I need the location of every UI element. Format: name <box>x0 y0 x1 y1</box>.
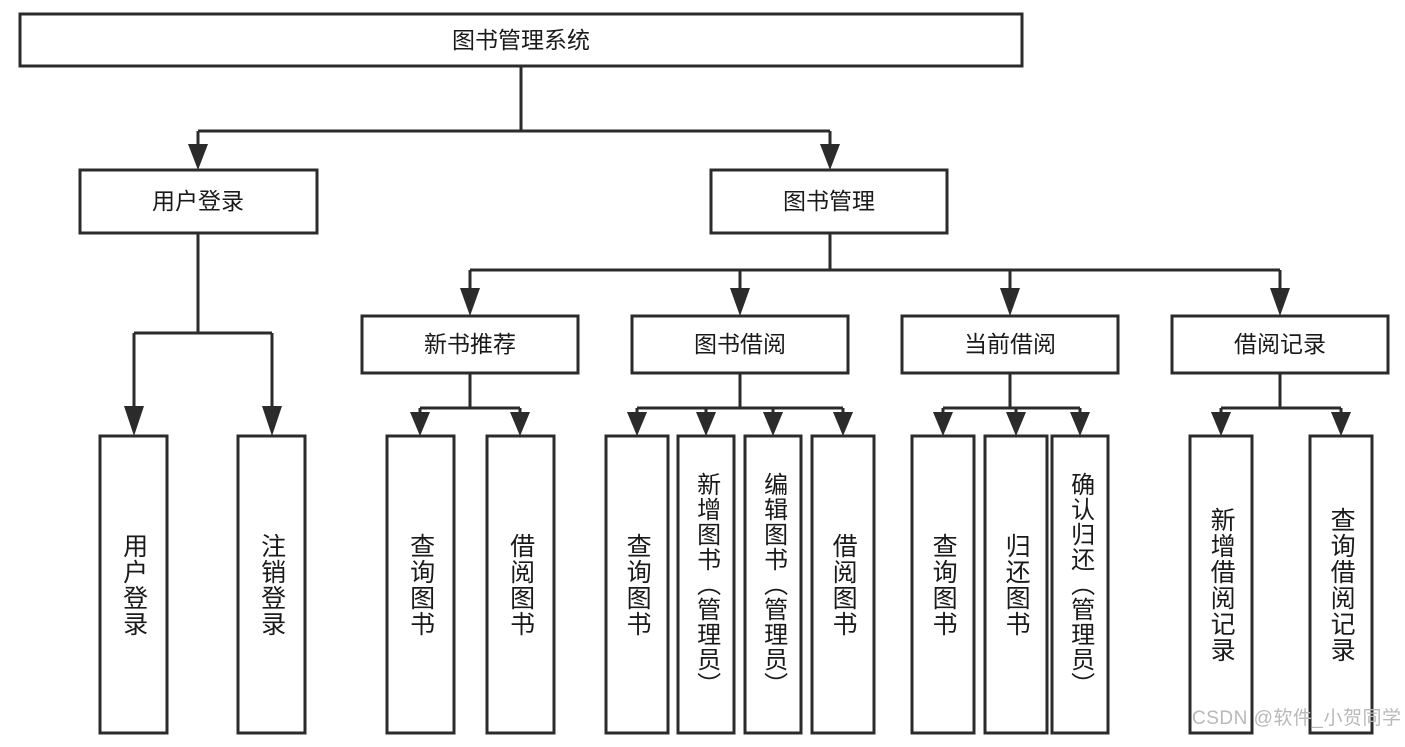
arrow-head-bm-to-new-book-recommend <box>460 288 480 316</box>
node-leaf-borrow-book-1-box[interactable] <box>485 434 556 735</box>
arrow-head-bb-leaf-1 <box>627 412 647 436</box>
connector-group-root <box>188 66 840 170</box>
connector-group-borrow-record <box>1211 373 1351 436</box>
node-leaf-add-book-box[interactable] <box>676 434 736 735</box>
arrow-head-cb-leaf-3 <box>1070 412 1090 436</box>
node-leaf-borrow-book-2-box[interactable] <box>810 434 876 735</box>
node-book-borrow-box[interactable] <box>630 314 850 375</box>
connector-group-current-borrow <box>933 373 1090 436</box>
node-current-borrow-label: 当前借阅 <box>964 331 1056 357</box>
arrow-head-nbr-leaf-1 <box>410 412 430 436</box>
node-user-login-label: 用户登录 <box>152 188 244 214</box>
node-new-book-recommend-box[interactable] <box>360 314 580 375</box>
node-user-login[interactable]: 用户登录 <box>78 168 319 235</box>
arrow-head-cb-leaf-1 <box>933 412 953 436</box>
node-book-management-label: 图书管理 <box>783 188 875 214</box>
node-leaf-return-book-box[interactable] <box>983 434 1049 735</box>
arrow-head-user-login-leaf-2 <box>262 406 282 436</box>
arrow-head-bm-to-current-borrow <box>1000 288 1020 316</box>
node-root-box[interactable] <box>18 12 1024 68</box>
node-current-borrow-box[interactable] <box>900 314 1120 375</box>
node-leaf-add-record-box[interactable] <box>1188 434 1254 735</box>
node-borrow-record-label: 借阅记录 <box>1234 331 1326 357</box>
node-leaf-edit-book-box[interactable] <box>743 434 803 735</box>
connector-group-book-borrow <box>627 373 853 436</box>
node-borrow-record-box[interactable] <box>1170 314 1390 375</box>
node-leaf-query-book-1-box[interactable] <box>385 434 456 735</box>
arrow-head-cb-leaf-2 <box>1006 412 1026 436</box>
connector-group-new-book-recommend <box>410 373 530 436</box>
node-book-management[interactable]: 图书管理 <box>709 168 949 235</box>
arrow-head-nbr-leaf-2 <box>510 412 530 436</box>
node-new-book-recommend[interactable]: 新书推荐 <box>360 314 580 375</box>
arrow-head-br-leaf-2 <box>1331 412 1351 436</box>
arrow-head-bm-to-borrow-record <box>1270 288 1290 316</box>
node-user-login-box[interactable] <box>78 168 319 235</box>
arrow-head-br-leaf-1 <box>1211 412 1231 436</box>
arrow-head-root-to-book-management <box>820 144 840 170</box>
node-book-borrow[interactable]: 图书借阅 <box>630 314 850 375</box>
arrow-head-bm-to-book-borrow <box>730 288 750 316</box>
node-root-label: 图书管理系统 <box>452 27 590 53</box>
arrow-head-user-login-leaf-1 <box>124 406 144 436</box>
node-root[interactable]: 图书管理系统 <box>18 12 1024 68</box>
connector-group-book-management <box>460 233 1290 316</box>
node-leaf-user-login-box[interactable] <box>98 434 169 735</box>
arrow-head-bb-leaf-2 <box>696 412 716 436</box>
node-borrow-record[interactable]: 借阅记录 <box>1170 314 1390 375</box>
arrow-head-bb-leaf-3 <box>763 412 783 436</box>
node-book-management-box[interactable] <box>709 168 949 235</box>
csdn-watermark: CSDN @软件_小贺同学 <box>1192 708 1402 729</box>
node-leaf-query-record-box[interactable] <box>1308 434 1374 735</box>
arrow-head-root-to-user-login <box>188 144 208 170</box>
arrow-head-bb-leaf-4 <box>833 412 853 436</box>
node-leaf-logout-box[interactable] <box>236 434 307 735</box>
node-new-book-recommend-label: 新书推荐 <box>424 331 516 357</box>
connector-group-user-login <box>124 233 282 436</box>
node-current-borrow[interactable]: 当前借阅 <box>900 314 1120 375</box>
node-leaf-query-book-3-box[interactable] <box>910 434 976 735</box>
node-book-borrow-label: 图书借阅 <box>694 331 786 357</box>
node-leaf-confirm-return-box[interactable] <box>1050 434 1110 735</box>
node-leaf-query-book-2-box[interactable] <box>604 434 670 735</box>
